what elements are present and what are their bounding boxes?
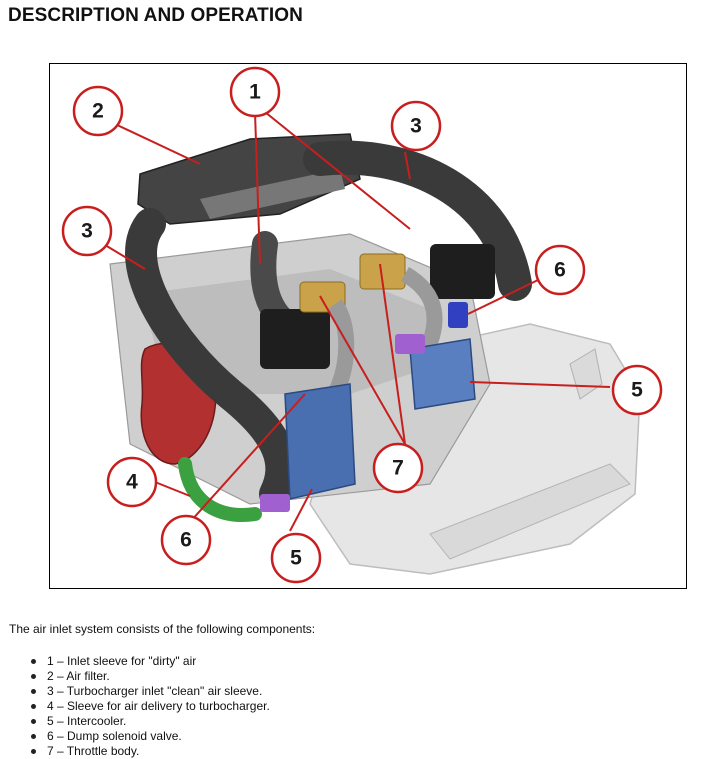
callout-6-right: 6: [534, 244, 586, 296]
dump-valve-left: [260, 494, 290, 512]
svg-text:6: 6: [554, 259, 566, 282]
intake-pipe: [327, 299, 355, 398]
svg-text:6: 6: [180, 529, 192, 552]
list-item: 4 – Sleeve for air delivery to turbochar…: [31, 699, 270, 714]
dump-valve-right: [395, 334, 425, 354]
engine-illustration: 1 2 3 3 4 5 5 6: [61, 66, 663, 584]
callout-5-right: 5: [611, 364, 663, 416]
list-item: 3 – Turbocharger inlet "clean" air sleev…: [31, 684, 270, 699]
callout-5-bottom: 5: [270, 532, 322, 584]
svg-text:5: 5: [290, 547, 302, 570]
component-list: 1 – Inlet sleeve for "dirty" air 2 – Air…: [31, 654, 270, 759]
svg-text:7: 7: [392, 457, 404, 480]
clean-air-sleeve-left: [125, 208, 298, 510]
svg-text:3: 3: [410, 115, 422, 138]
svg-text:5: 5: [631, 379, 643, 402]
callout-6-bottom: 6: [160, 514, 212, 566]
air-filter-lid: [200, 169, 345, 219]
callout-1: 1: [229, 66, 281, 118]
engine-diagram: 1 2 3 3 4 5 5 6: [49, 63, 687, 589]
intake-pipe-2: [400, 267, 443, 358]
svg-text:3: 3: [81, 220, 93, 243]
page-title: DESCRIPTION AND OPERATION: [8, 5, 303, 26]
svg-text:4: 4: [126, 471, 138, 494]
list-item: 5 – Intercooler.: [31, 714, 270, 729]
intercooler-right: [409, 338, 476, 410]
throttle-body-left: [299, 281, 346, 313]
svg-text:2: 2: [92, 100, 104, 123]
callout-7: 7: [372, 442, 424, 494]
list-item: 7 – Throttle body.: [31, 744, 270, 759]
resonator-right: [430, 244, 495, 299]
intercooler-left: [284, 383, 356, 500]
dump-valve-right-blue: [448, 302, 468, 328]
intro-text: The air inlet system consists of the fol…: [9, 622, 316, 636]
callout-2: 2: [72, 85, 124, 137]
list-item: 1 – Inlet sleeve for "dirty" air: [31, 654, 270, 669]
callout-4: 4: [106, 456, 158, 508]
frame-rail: [429, 463, 631, 560]
list-item: 6 – Dump solenoid valve.: [31, 729, 270, 744]
turbo-delivery-sleeve: [178, 457, 262, 522]
leader-lines: [99, 111, 611, 532]
resonator-left: [260, 309, 330, 369]
callout-3-left: 3: [61, 205, 113, 257]
clean-air-sleeve-right: [303, 140, 532, 301]
svg-text:1: 1: [249, 81, 261, 104]
callout-3-top: 3: [390, 100, 442, 152]
list-item: 2 – Air filter.: [31, 669, 270, 684]
